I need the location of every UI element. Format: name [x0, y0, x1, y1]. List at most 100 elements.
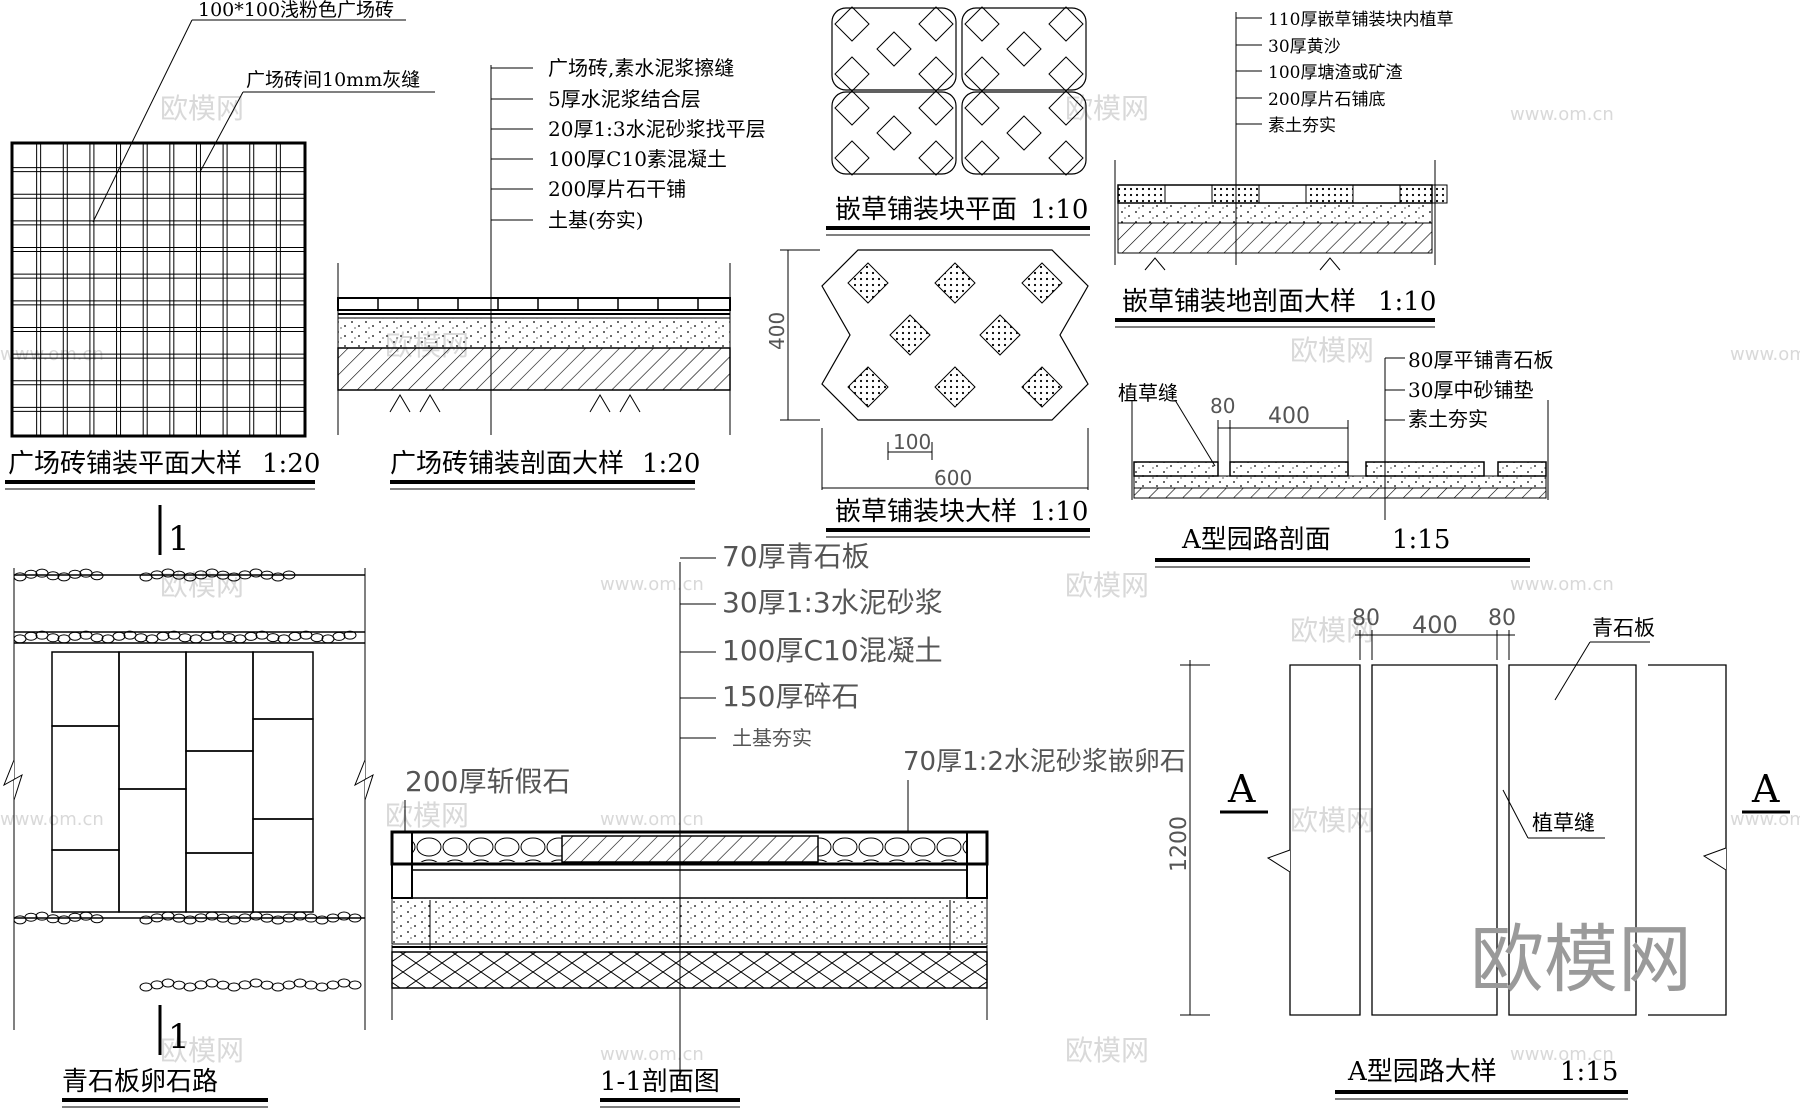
cobble-stone — [227, 915, 241, 925]
cobble-stone — [194, 980, 208, 990]
cobble-stone — [35, 568, 49, 578]
cobble-stone — [277, 634, 291, 644]
layer-label: 5厚水泥浆结合层 — [548, 87, 701, 111]
grass-section-title: 嵌草铺装地剖面大样 — [1122, 287, 1356, 317]
layer-label: 素土夯实 — [1268, 116, 1336, 136]
watermark-small: 欧模网 — [160, 569, 244, 602]
watermark-url: www.om.cn — [1730, 809, 1800, 830]
grass-hole — [918, 140, 954, 176]
grass-block-plan: 嵌草铺装块平面 1:10 — [826, 6, 1090, 236]
cobble-plan-title: 青石板卵石路 — [62, 1067, 218, 1097]
watermark-url: www.om.cn — [1510, 104, 1614, 125]
cobble-stone — [348, 913, 362, 923]
brand-watermark: 欧模网 — [1470, 917, 1692, 1003]
grass-section-detail: 110厚嵌草铺装块内植草 30厚黄沙 100厚塘渣或矿渣 200厚片石铺底 素土… — [1114, 10, 1453, 328]
cobble-stone — [57, 915, 71, 925]
cobble-stone — [35, 911, 49, 921]
left-note: 200厚斩假石 — [405, 765, 570, 798]
watermark-small: 欧模网 — [1290, 334, 1374, 367]
a-plan-title: A型园路大样 — [1347, 1057, 1497, 1087]
cobble-stone — [101, 634, 115, 644]
cobble-stone — [79, 568, 93, 578]
layer-label: 200厚片石干铺 — [548, 177, 686, 201]
cobble-stone — [321, 634, 335, 644]
a-path-plan-detail: 80 400 80 1200 青石板 植草缝 A A A型园路大样 1:15 — [1167, 606, 1790, 1100]
layer-label: 素土夯实 — [1408, 407, 1488, 431]
layer-label: 30厚1:3水泥砂浆 — [722, 586, 943, 619]
watermark-url: www.om.cn — [600, 574, 704, 595]
cobble-stone — [227, 982, 241, 992]
grass-hole — [876, 31, 912, 67]
layer-label: 土基夯实 — [732, 726, 812, 750]
layer-label: 80厚平铺青石板 — [1408, 348, 1553, 372]
grass-hole — [847, 262, 889, 304]
paver-block — [831, 91, 957, 175]
grass-hole — [889, 314, 931, 356]
cobble-stone — [57, 634, 71, 644]
paver-outline — [821, 249, 1089, 421]
cobble-stone — [315, 915, 329, 925]
plaza-section-title: 广场砖铺装剖面大样 — [390, 449, 624, 479]
cobble-stone — [200, 631, 214, 641]
cobble-stone — [205, 978, 219, 988]
cobble-stone — [112, 631, 126, 641]
grass-infill — [1211, 184, 1260, 204]
plaza-note-tile: 100*100浅粉色广场砖 — [198, 0, 394, 21]
layer-label: 100厚C10素混凝土 — [548, 147, 727, 171]
cobble-stone — [161, 911, 175, 921]
a-section-scale: 1:15 — [1392, 525, 1450, 555]
paver-block — [831, 7, 957, 91]
plaza-plan-detail: 100*100浅粉色广场砖 广场砖间10mm灰缝 广场砖铺装平面大样 1:20 — [5, 0, 435, 490]
section-marker: 1 — [168, 1017, 190, 1057]
dim-400: 400 — [1412, 611, 1458, 639]
grass-hole — [979, 314, 1021, 356]
grass-hole — [918, 90, 954, 126]
cobble-stone — [145, 634, 159, 644]
grass-hole — [934, 366, 976, 408]
cobble-stone — [13, 915, 27, 925]
watermark-small: 欧模网 — [385, 799, 469, 832]
cobble-stone — [266, 633, 280, 643]
section-11-title: 1-1剖面图 — [600, 1067, 720, 1097]
cobble-stone — [222, 633, 236, 643]
grass-detail-title: 嵌草铺装块大样 — [835, 497, 1017, 527]
grass-hole — [1021, 262, 1063, 304]
cobble-stone — [293, 911, 307, 921]
section-marker: 1 — [168, 519, 190, 559]
dim-600: 600 — [934, 466, 972, 490]
cobble-stone — [249, 568, 263, 578]
gap-label: 植草缝 — [1118, 381, 1178, 405]
cobble-stone — [348, 980, 362, 990]
cobble-stone — [150, 980, 164, 990]
cobble-stone — [46, 633, 60, 643]
a-plan-scale: 1:15 — [1560, 1057, 1618, 1087]
dim-400: 400 — [1268, 404, 1310, 429]
cobble-stone — [189, 634, 203, 644]
cobble-stone — [315, 982, 329, 992]
dim-80: 80 — [1210, 394, 1235, 418]
watermark-url: www.om.cn — [600, 1044, 704, 1065]
grass-hole — [1006, 31, 1042, 67]
layer-label: 30厚中砂铺垫 — [1408, 378, 1533, 402]
cobble-stone — [46, 571, 60, 581]
cobble-stone — [178, 633, 192, 643]
cobble-stone — [134, 633, 148, 643]
cobble-stone — [183, 982, 197, 992]
gap-label: 植草缝 — [1532, 811, 1595, 835]
cobble-stone — [271, 572, 285, 582]
grass-hole — [876, 115, 912, 151]
dim-1200: 1200 — [1167, 816, 1192, 872]
watermark-small: 欧模网 — [1065, 569, 1149, 602]
cobble-stone — [183, 915, 197, 925]
cobble-stone — [13, 634, 27, 644]
cobble-plan-detail: 1 1 青石板卵石路 — [3, 505, 374, 1108]
stone-label: 青石板 — [1592, 616, 1655, 640]
dim-400: 400 — [765, 312, 789, 350]
cobble-stone — [24, 631, 38, 641]
plaza-note-joint: 广场砖间10mm灰缝 — [246, 69, 420, 91]
grass-hole — [1006, 115, 1042, 151]
grass-hole — [918, 6, 954, 42]
cobble-stone — [161, 978, 175, 988]
section-1-1-detail: 70厚青石板 30厚1:3水泥砂浆 100厚C10混凝土 150厚碎石 土基夯实… — [390, 540, 1186, 1108]
